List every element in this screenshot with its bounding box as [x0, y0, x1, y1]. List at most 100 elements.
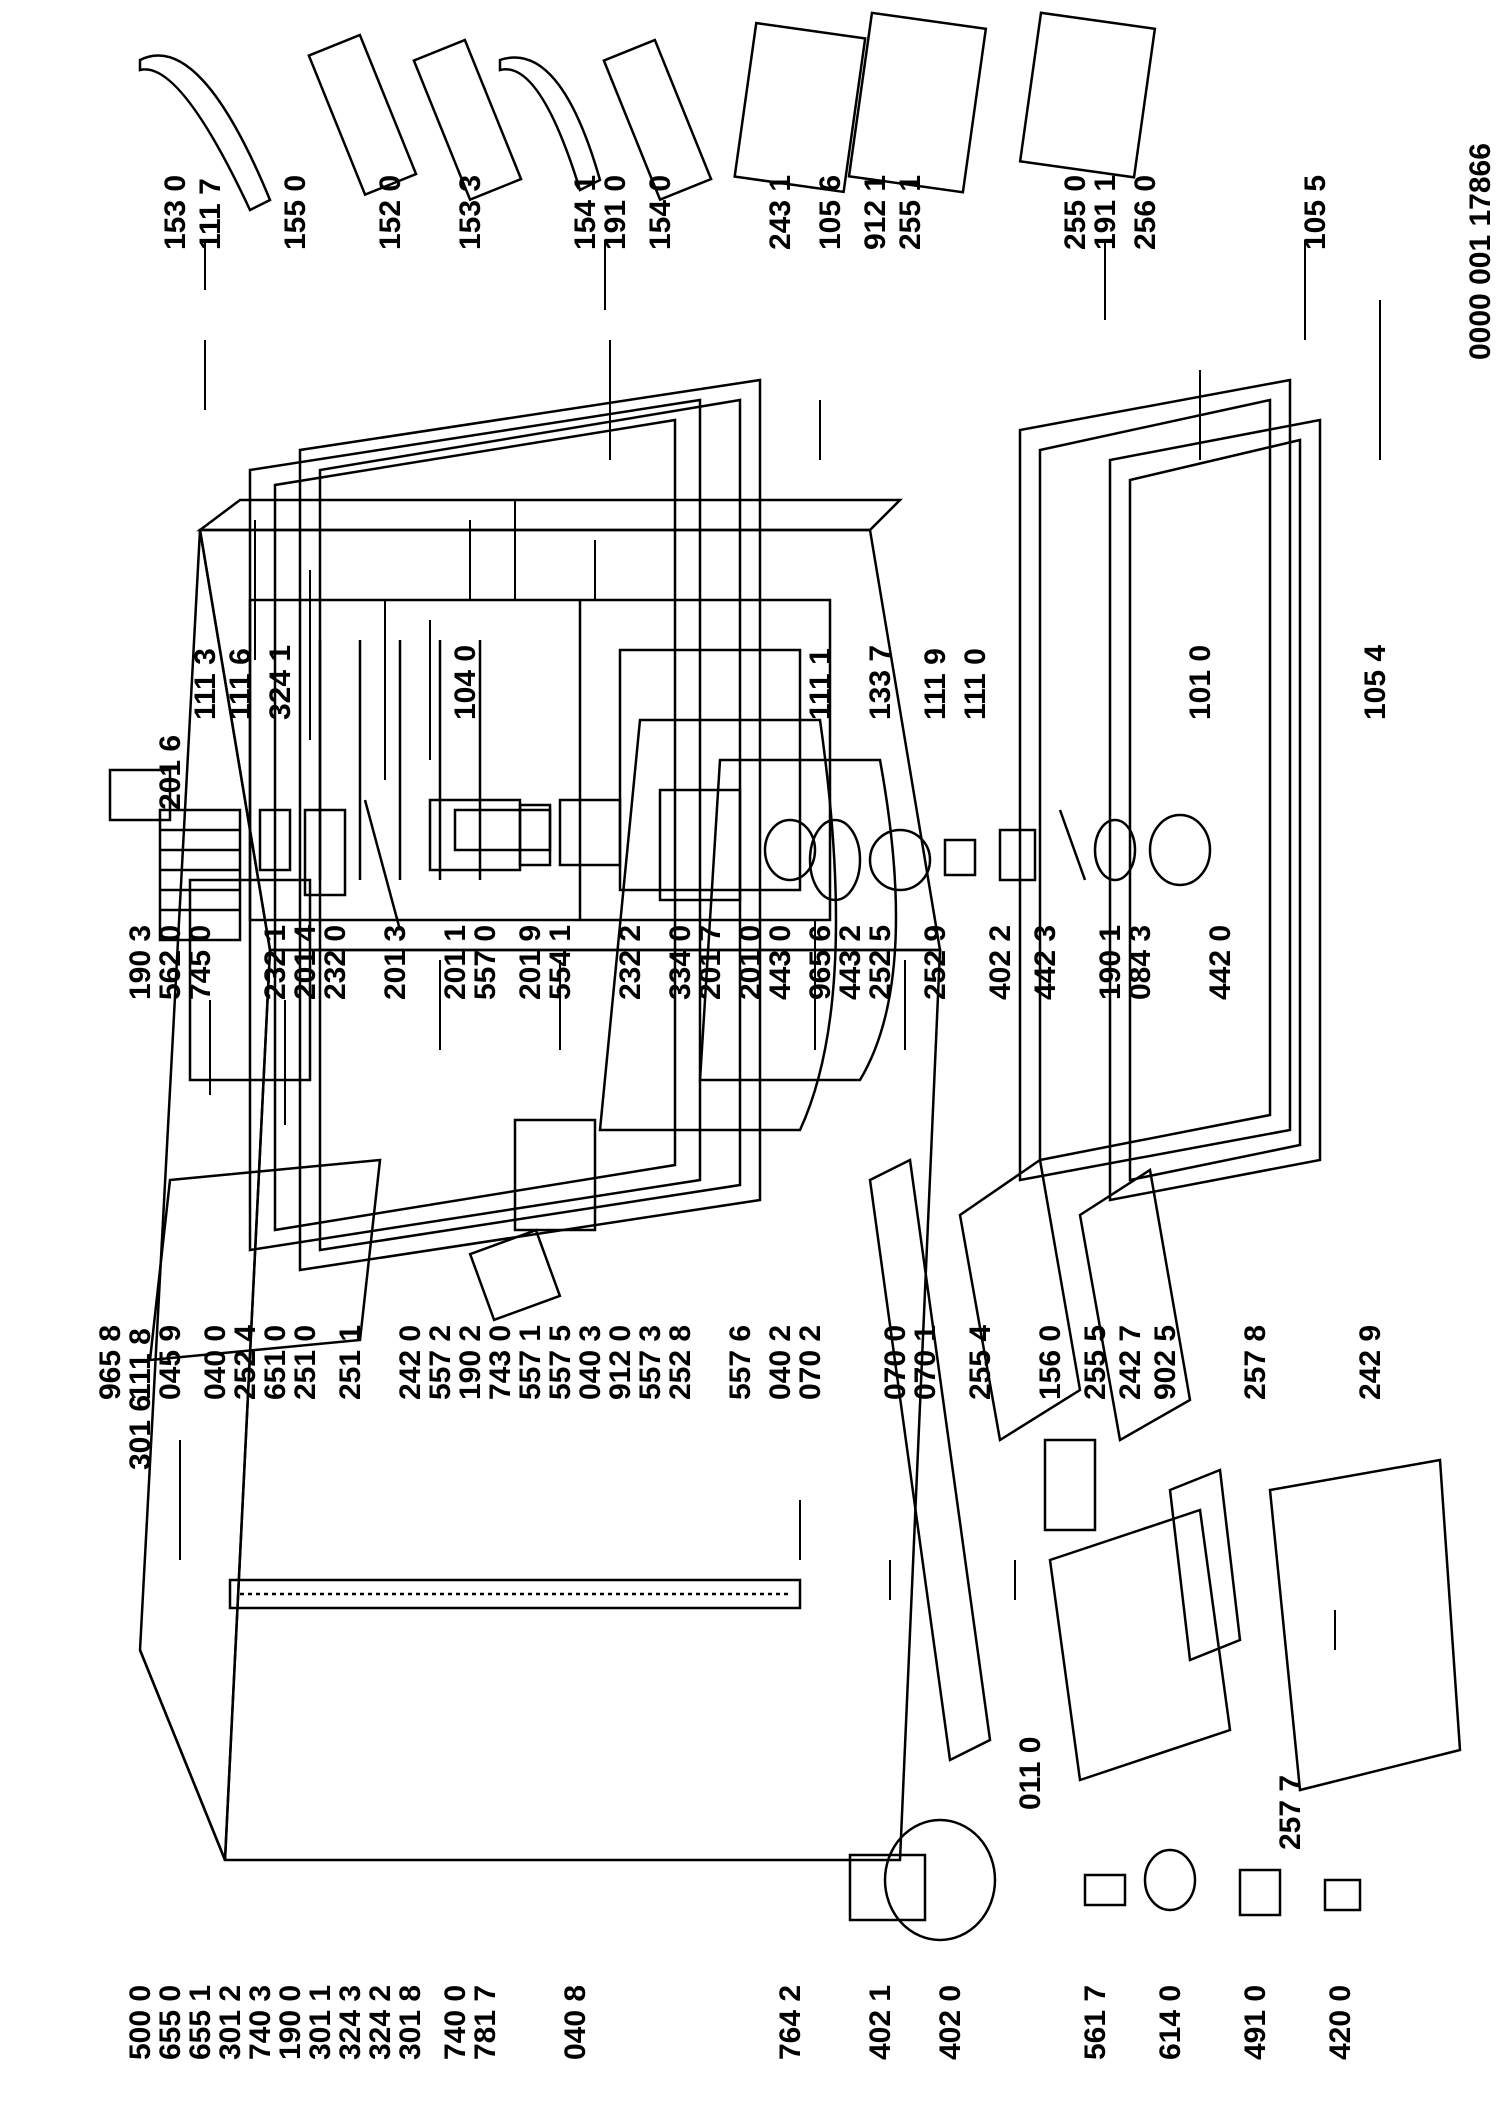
- label-105-6: 105 6: [814, 175, 847, 250]
- label-443-0: 443 0: [764, 925, 797, 1000]
- label-154-0: 154 0: [644, 175, 677, 250]
- label-242-7: 242 7: [1114, 1325, 1147, 1400]
- label-154-1: 154 1: [569, 175, 602, 250]
- door-drawings: [248, 378, 1322, 1272]
- label-256-0: 256 0: [1129, 175, 1162, 250]
- label-745-0: 745 0: [184, 925, 217, 1000]
- label-557-2: 557 2: [424, 1325, 457, 1400]
- label-232-1: 232 1: [259, 925, 292, 1000]
- label-232-2: 232 2: [614, 925, 647, 1000]
- label-070-1: 070 1: [909, 1325, 942, 1400]
- label-252-4: 252 4: [229, 1325, 262, 1400]
- label-334-0: 334 0: [664, 925, 697, 1000]
- label-655-1: 655 1: [184, 1985, 217, 2060]
- label-912-1: 912 1: [859, 175, 892, 250]
- label-251-0: 251 0: [289, 1325, 322, 1400]
- label-324-2: 324 2: [364, 1985, 397, 2060]
- label-111-6: 111 6: [224, 648, 257, 720]
- label-252-9: 252 9: [919, 925, 952, 1000]
- label-040-0: 040 0: [199, 1325, 232, 1400]
- label-912-0: 912 0: [604, 1325, 637, 1400]
- label-111-0: 111 0: [959, 648, 992, 720]
- label-232-0: 232 0: [319, 925, 352, 1000]
- label-201-6: 201 6: [154, 735, 187, 810]
- label-902-5: 902 5: [1149, 1325, 1182, 1400]
- label-740-3: 740 3: [244, 1985, 277, 2060]
- label-655-0: 655 0: [154, 1985, 187, 2060]
- label-301-6: 301 6: [124, 1395, 157, 1470]
- label-562-0: 562 0: [154, 925, 187, 1000]
- label-152-0: 152 0: [374, 175, 407, 250]
- label-442-0: 442 0: [1204, 925, 1237, 1000]
- label-557-1: 557 1: [514, 1325, 547, 1400]
- label-557-5: 557 5: [544, 1325, 577, 1400]
- label-557-0: 557 0: [469, 925, 502, 1000]
- door-shelf-drawings: [138, 11, 1157, 212]
- label-191-1: 191 1: [1089, 175, 1122, 250]
- label-105-5: 105 5: [1299, 175, 1332, 250]
- label-965-6: 965 6: [804, 925, 837, 1000]
- label-084-3: 084 3: [1124, 925, 1157, 1000]
- label-111-7: 111 7: [194, 178, 227, 250]
- label-651-0: 651 0: [259, 1325, 292, 1400]
- label-324-3: 324 3: [334, 1985, 367, 2060]
- label-201-0: 201 0: [734, 925, 767, 1000]
- label-040-3: 040 3: [574, 1325, 607, 1400]
- label-201-9: 201 9: [514, 925, 547, 1000]
- label-255-5: 255 5: [1079, 1325, 1112, 1400]
- label-201-1: 201 1: [439, 925, 472, 1000]
- label-614-0: 614 0: [1154, 1985, 1187, 2060]
- label-257-7: 257 7: [1274, 1775, 1307, 1850]
- label-255-4: 255 4: [964, 1325, 997, 1400]
- label-045-9: 045 9: [154, 1325, 187, 1400]
- label-491-0: 491 0: [1239, 1985, 1272, 2060]
- label-101-0: 101 0: [1184, 645, 1217, 720]
- label-190-1: 190 1: [1094, 925, 1127, 1000]
- label-252-5: 252 5: [864, 925, 897, 1000]
- label-153-3: 153 3: [454, 175, 487, 250]
- label-255-0: 255 0: [1059, 175, 1092, 250]
- shelf-and-crisper-drawings: [148, 1157, 1462, 1792]
- label-242-0: 242 0: [394, 1325, 427, 1400]
- label-965-8: 965 8: [94, 1325, 127, 1400]
- label-743-0: 743 0: [484, 1325, 517, 1400]
- document-number: 0000 001 17866: [1464, 143, 1497, 360]
- label-190-0: 190 0: [274, 1985, 307, 2060]
- label-781-7: 781 7: [469, 1985, 502, 2060]
- label-070-2: 070 2: [794, 1325, 827, 1400]
- label-324-1: 324 1: [264, 645, 297, 720]
- label-557-3: 557 3: [634, 1325, 667, 1400]
- label-156-0: 156 0: [1034, 1325, 1067, 1400]
- label-111-9: 111 9: [919, 648, 952, 720]
- label-191-0: 191 0: [599, 175, 632, 250]
- part-labels: 500 0 655 0 655 1 301 2 740 3 190 0 301 …: [94, 143, 1497, 2060]
- evaporator-component-drawings: [108, 768, 1212, 942]
- label-111-3: 111 3: [189, 648, 222, 720]
- label-252-8: 252 8: [664, 1325, 697, 1400]
- leader-lines: [179, 240, 1381, 1650]
- label-243-1: 243 1: [764, 175, 797, 250]
- label-500-0: 500 0: [124, 1985, 157, 2060]
- label-155-0: 155 0: [279, 175, 312, 250]
- label-201-3: 201 3: [379, 925, 412, 1000]
- label-104-0: 104 0: [449, 645, 482, 720]
- label-442-3: 442 3: [1029, 925, 1062, 1000]
- label-402-2: 402 2: [984, 925, 1017, 1000]
- label-201-7: 201 7: [694, 925, 727, 1000]
- label-740-0: 740 0: [439, 1985, 472, 2060]
- label-561-7: 561 7: [1079, 1985, 1112, 2060]
- label-040-8: 040 8: [559, 1985, 592, 2060]
- label-420-0: 420 0: [1324, 1985, 1357, 2060]
- label-133-7: 133 7: [864, 645, 897, 720]
- label-105-4: 105 4: [1359, 645, 1392, 720]
- label-554-1: 554 1: [544, 925, 577, 1000]
- label-040-2: 040 2: [764, 1325, 797, 1400]
- label-764-2: 764 2: [774, 1985, 807, 2060]
- label-011-0: 011 0: [1014, 1737, 1047, 1810]
- label-301-8: 301 8: [394, 1985, 427, 2060]
- label-153-0: 153 0: [159, 175, 192, 250]
- label-301-2: 301 2: [214, 1985, 247, 2060]
- label-443-2: 443 2: [834, 925, 867, 1000]
- label-255-1: 255 1: [894, 175, 927, 250]
